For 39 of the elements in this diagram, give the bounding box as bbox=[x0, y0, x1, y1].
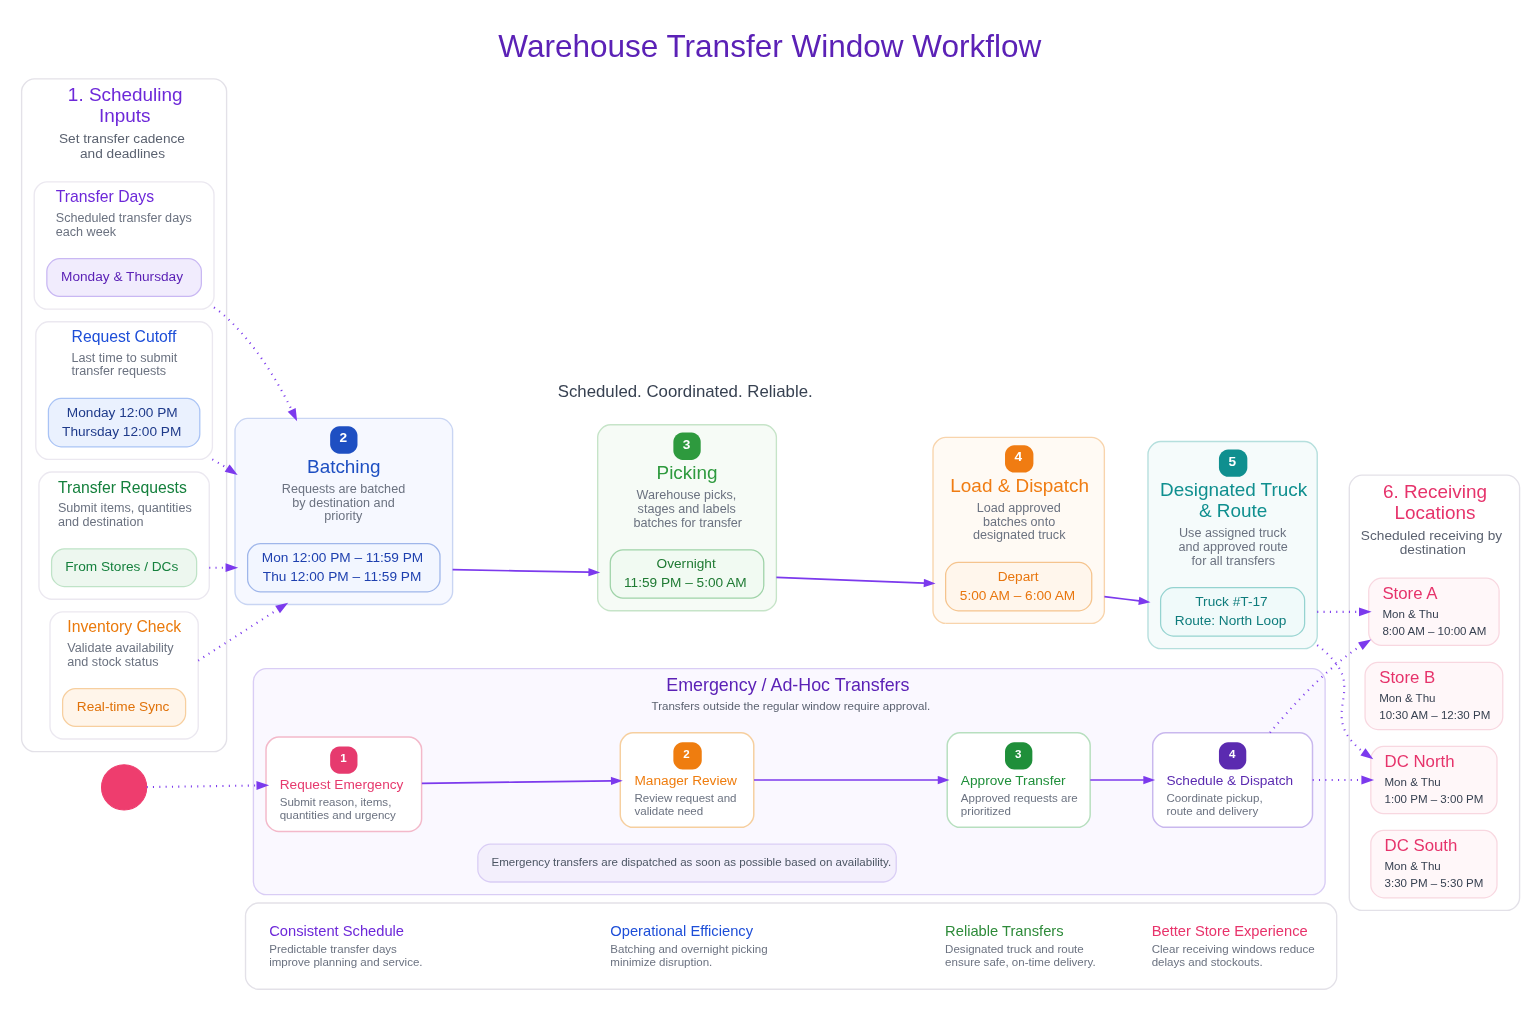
diagram-title: Warehouse Transfer Window Workflow bbox=[497, 27, 1041, 64]
node-box: Emergency transfers are dispatched as soon as possible based on availability. bbox=[476, 843, 897, 883]
node-text: Consistent Schedule Predictable transfer days improve planning and service. bbox=[268, 922, 423, 968]
cluster bbox=[244, 901, 1337, 990]
node-text: Operational Efficiency Batching and overnight picking minimize disruption. bbox=[609, 922, 768, 968]
arrow bbox=[752, 775, 950, 784]
arrow bbox=[1268, 639, 1371, 733]
node-box: Store B Mon & Thu 10:30 AM – 12:30 PM bbox=[1363, 661, 1503, 730]
arrow bbox=[146, 780, 269, 790]
node-box: Real-time Sync bbox=[61, 687, 186, 727]
node-box: DC South Mon & Thu 3:30 PM – 5:30 PM bbox=[1369, 829, 1498, 898]
arrow bbox=[775, 576, 936, 587]
node-box: From Stores / DCs bbox=[50, 547, 197, 587]
node-box: Monday 12:00 PM Thursday 12:00 PM bbox=[47, 397, 200, 447]
node-box: 2 Manager Review Review request and validate need bbox=[619, 731, 754, 828]
arrow bbox=[212, 306, 297, 421]
arrow bbox=[451, 567, 600, 576]
node-box: Depart 5:00 AM – 6:00 AM bbox=[944, 561, 1092, 611]
node-text: Better Store Experience Clear receiving windows reduce delays and stockouts. bbox=[1151, 922, 1315, 968]
node-box: 4 Schedule & Dispatch Coordinate pickup, route and delivery bbox=[1151, 731, 1313, 828]
arrow bbox=[1088, 775, 1155, 784]
node-text: Reliable Transfers Designated truck and route ensure safe, on-time delivery. bbox=[944, 922, 1096, 968]
node-box: Overnight 11:59 PM – 5:00 AM bbox=[609, 548, 764, 599]
node-box: Monday & Thursday bbox=[45, 257, 202, 297]
arrow bbox=[1103, 595, 1150, 605]
node-circle bbox=[100, 763, 147, 810]
arrow bbox=[197, 602, 288, 661]
node-box: Mon 12:00 PM – 11:59 PM Thu 12:00 PM – 11:59 PM bbox=[246, 542, 441, 592]
node-box: Truck #T-17 Route: North Loop bbox=[1159, 586, 1305, 637]
node-box: Store A Mon & Thu 8:00 AM – 10:00 AM bbox=[1367, 577, 1500, 646]
arrow bbox=[1312, 775, 1374, 784]
label: Scheduled. Coordinated. Reliable. bbox=[557, 381, 813, 401]
arrow bbox=[1316, 606, 1372, 616]
arrow bbox=[211, 458, 238, 475]
node-box: DC North Mon & Thu 1:00 PM – 3:00 PM bbox=[1369, 745, 1498, 814]
node-box: 3 Approve Transfer Approved requests are prioritized bbox=[945, 731, 1091, 828]
arrow bbox=[1316, 643, 1373, 759]
node-box: 1 Request Emergency Submit reason, items, quantities and urgency bbox=[264, 735, 422, 832]
arrow bbox=[420, 776, 623, 785]
